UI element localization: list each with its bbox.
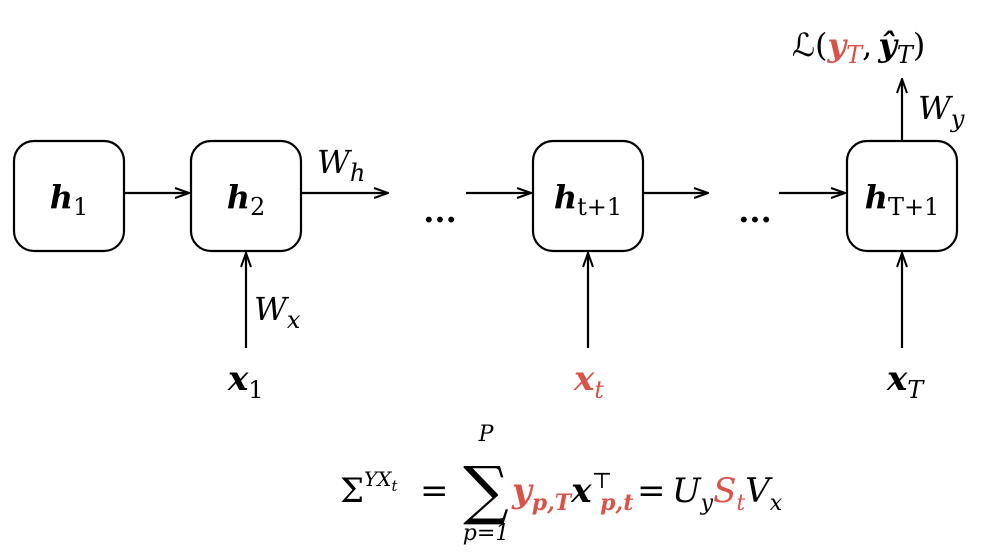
eq-s: S <box>713 471 736 511</box>
loss-comma: , <box>862 26 872 64</box>
node-h1: h1 <box>12 139 126 253</box>
label-wh-base: W <box>317 143 353 181</box>
node-hT1-base: h <box>865 178 888 216</box>
input-xt: xt <box>573 359 604 404</box>
eq-v-sub: x <box>770 491 783 516</box>
label-wy-sub: y <box>950 105 965 133</box>
eq-y: y <box>511 471 534 511</box>
eq-terms: yp,Tx⊤p,t <box>511 469 633 516</box>
label-wy-base: W <box>918 89 954 127</box>
ellipsis-right: ... <box>738 192 771 230</box>
label-wx: Wx <box>254 290 301 334</box>
node-h2-sub: 2 <box>250 193 265 221</box>
input-x1-sub: 1 <box>248 376 263 404</box>
input-xT-sub: T <box>907 376 925 404</box>
node-ht1: ht+1 <box>531 139 645 253</box>
svg-text:hT+1: hT+1 <box>865 178 940 221</box>
eq-sum: ∑ <box>463 454 509 528</box>
svg-text:h2: h2 <box>227 178 266 221</box>
loss-open: ( <box>815 26 827 64</box>
node-ht1-base: h <box>554 178 577 216</box>
input-x1-base: x <box>227 359 249 399</box>
eq-sigma-sup: YX <box>364 467 392 491</box>
eq-usv: UyStVx <box>672 471 783 516</box>
node-h1-base: h <box>50 178 73 216</box>
eq-equals-1: = <box>420 471 449 511</box>
label-wh-sub: h <box>350 159 365 187</box>
eq-sigma-sup-sub: t <box>392 477 399 495</box>
loss-yhat-sub: T <box>897 41 915 69</box>
loss-yhat: ŷ <box>877 26 899 64</box>
loss-close: ) <box>913 26 925 64</box>
label-wx-base: W <box>254 290 290 328</box>
label-wy: Wy <box>918 89 965 133</box>
label-wh: Wh <box>317 143 365 187</box>
eq-x: x <box>570 471 592 511</box>
loss-y-sub: T <box>846 41 864 69</box>
node-hT1-sub: T+1 <box>888 193 939 221</box>
eq-x-sup: ⊤ <box>591 469 612 494</box>
input-xT: xT <box>886 359 925 404</box>
eq-u: U <box>672 471 702 511</box>
node-h1-sub: 1 <box>73 193 88 221</box>
eq-sum-top: P <box>478 422 495 447</box>
eq-v: V <box>745 471 773 511</box>
eq-s-sub: t <box>736 491 745 516</box>
input-xt-base: x <box>573 359 595 399</box>
node-ht1-sub: t+1 <box>577 193 622 221</box>
equation: ΣYXt = ∑ P p=1 yp,Tx⊤p,t = UyStVx <box>340 422 783 546</box>
eq-u-sub: y <box>700 491 714 516</box>
eq-y-sub: p,T <box>532 490 573 516</box>
loss-y: y <box>827 26 849 64</box>
loss-label: ℒ(yT,ŷT) <box>792 26 925 69</box>
node-h2: h2 <box>189 139 303 253</box>
label-wx-sub: x <box>287 306 301 334</box>
input-xt-sub: t <box>594 376 604 404</box>
eq-sigma: Σ <box>340 471 364 511</box>
ellipsis-left: ... <box>423 192 456 230</box>
node-h2-base: h <box>227 178 250 216</box>
loss-symbol: ℒ <box>792 26 815 64</box>
node-hT1: hT+1 <box>845 139 959 253</box>
svg-text:ht+1: ht+1 <box>554 178 622 221</box>
eq-sum-bottom: p=1 <box>463 521 510 546</box>
eq-equals-2: = <box>637 471 666 511</box>
equation-sigma: ΣYXt <box>340 467 399 511</box>
input-xT-base: x <box>886 359 908 399</box>
svg-text:h1: h1 <box>50 178 89 221</box>
input-x1: x1 <box>227 359 264 404</box>
eq-x-sub: p,t <box>600 490 633 516</box>
